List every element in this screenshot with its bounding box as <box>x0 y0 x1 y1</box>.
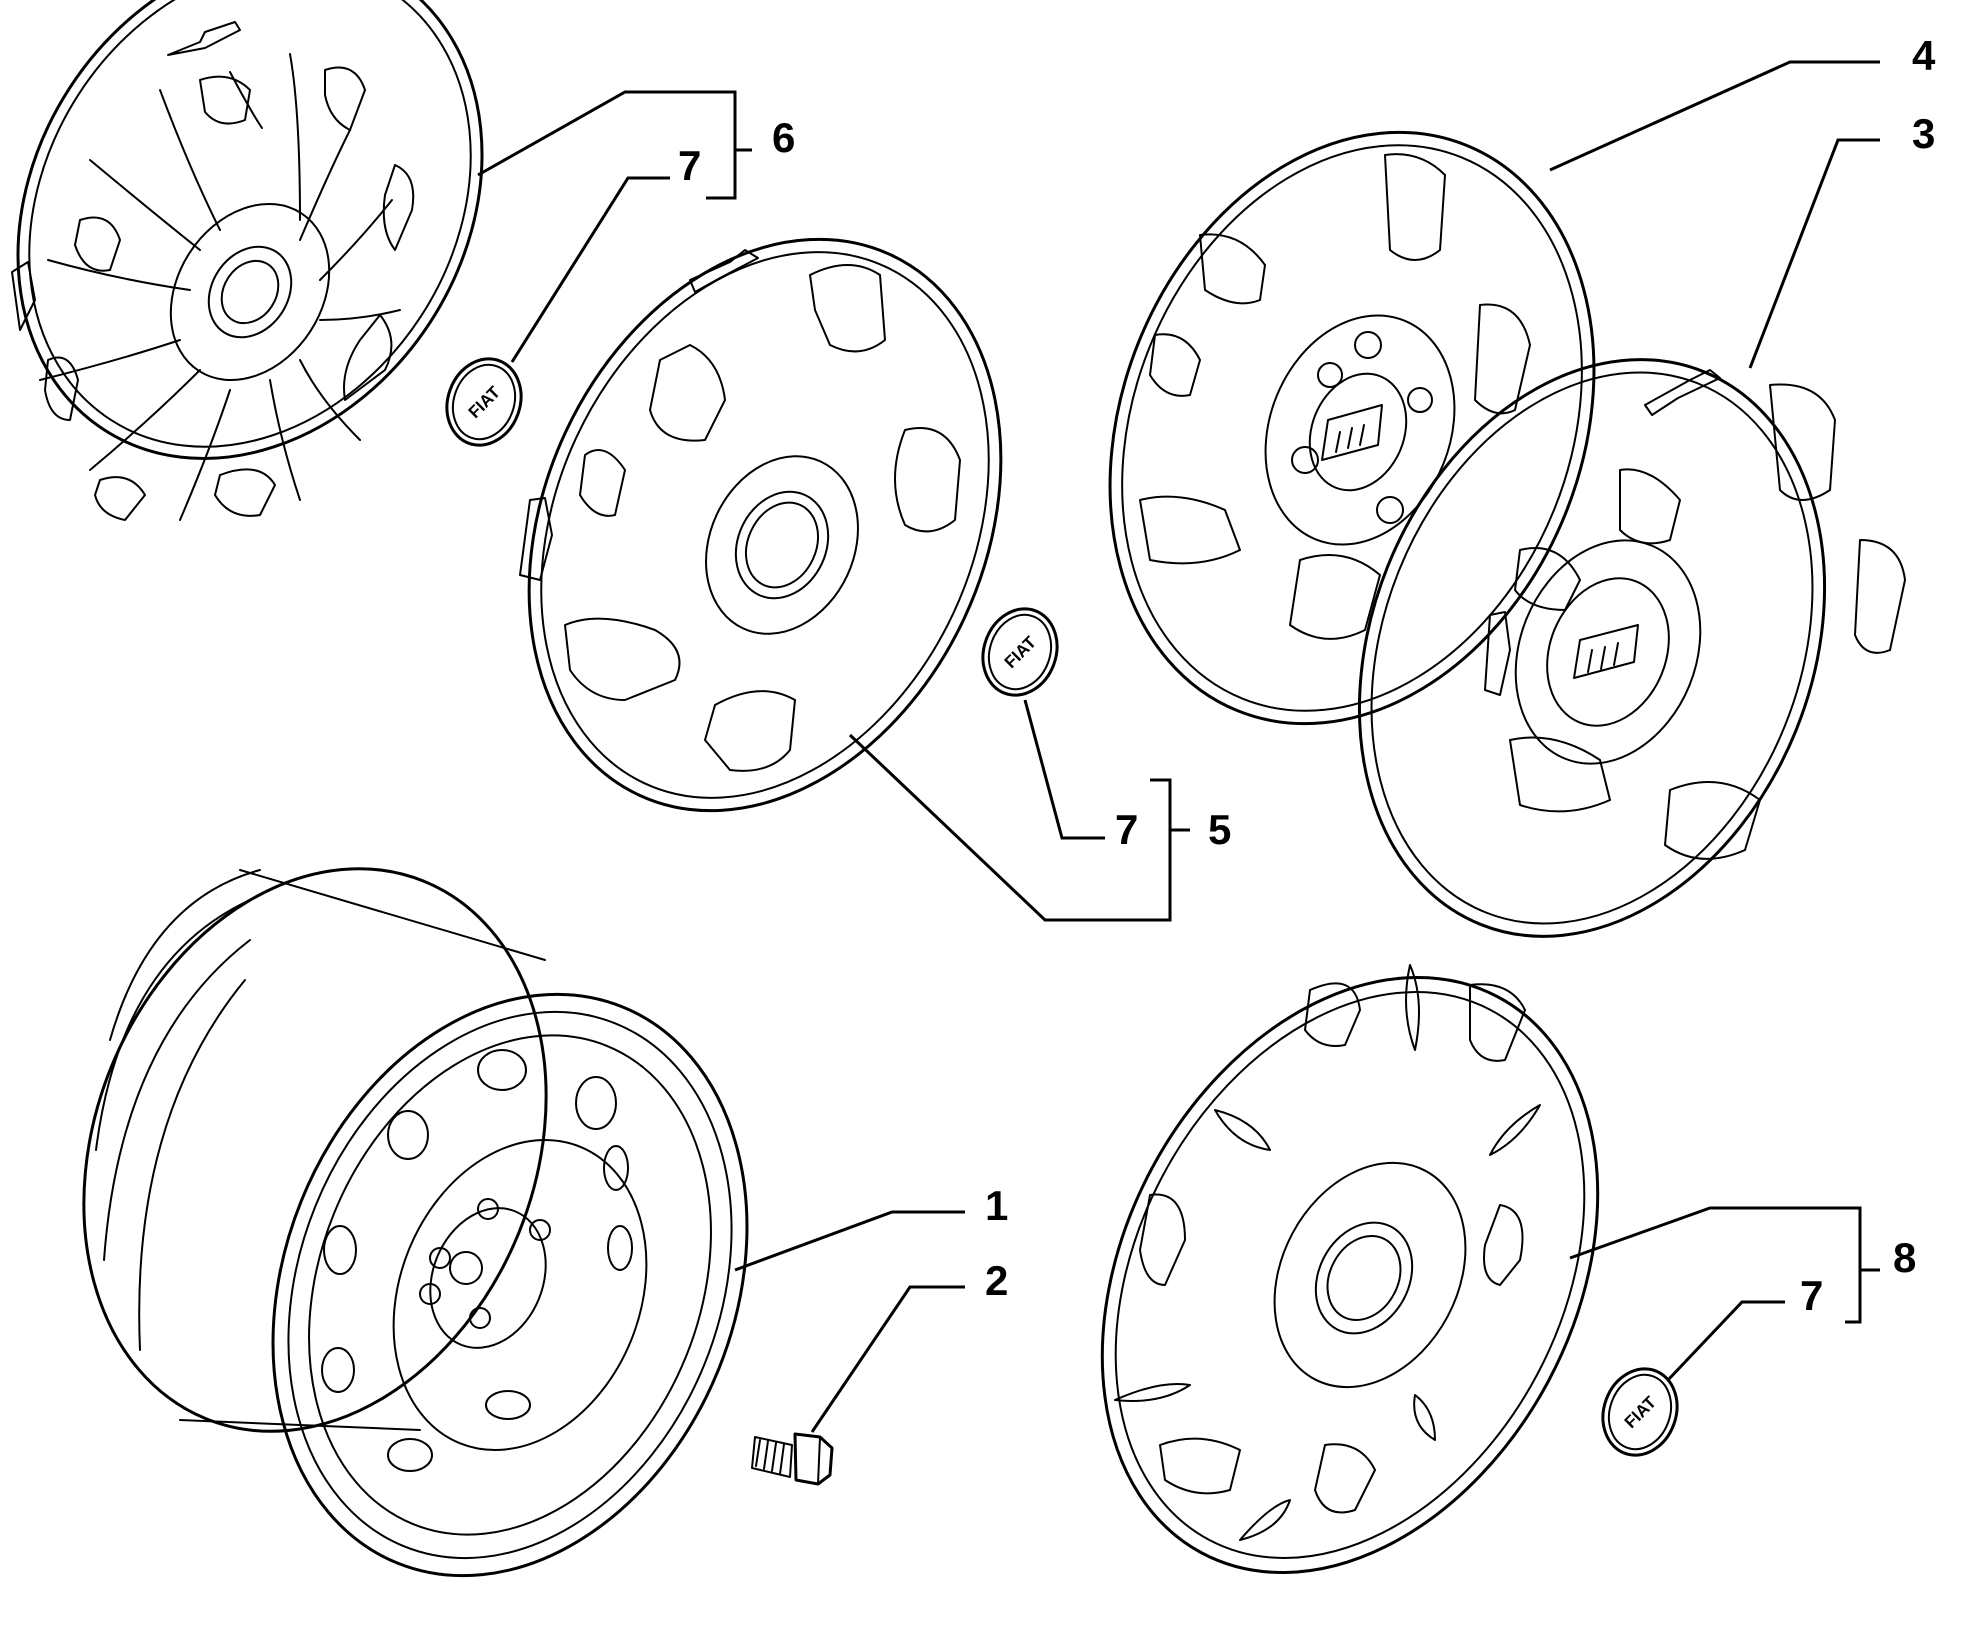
fiat-badge-7-middle[interactable]: FIAT <box>971 598 1069 705</box>
wheel-cover-4[interactable] <box>1024 59 1679 797</box>
steel-wheel-1[interactable] <box>2 799 831 1628</box>
callout-4: 4 <box>1912 32 1936 79</box>
callout-5: 5 <box>1208 806 1231 853</box>
wheel-bolt-2[interactable] <box>751 1432 834 1486</box>
callout-7-bottom: 7 <box>1800 1272 1823 1319</box>
leader-lines <box>477 60 1880 1433</box>
fiat-badge-7-top[interactable]: FIAT <box>435 348 533 455</box>
wheel-cover-5[interactable] <box>440 162 1091 888</box>
callout-7-top: 7 <box>678 142 701 189</box>
fiat-logo-text: FIAT <box>1621 1392 1661 1432</box>
wheel-cover-3[interactable] <box>1276 289 1907 1006</box>
callout-8: 8 <box>1893 1234 1916 1281</box>
fiat-logo-text: FIAT <box>465 382 505 422</box>
callout-6: 6 <box>772 114 795 161</box>
callout-7-middle: 7 <box>1115 806 1138 853</box>
wheel-cover-6[interactable] <box>0 0 576 547</box>
fiat-logo-text: FIAT <box>1001 632 1041 672</box>
callout-2: 2 <box>985 1257 1008 1304</box>
callout-3: 3 <box>1912 110 1935 157</box>
wheel-cover-8[interactable] <box>1003 891 1696 1628</box>
callout-1: 1 <box>985 1182 1008 1229</box>
